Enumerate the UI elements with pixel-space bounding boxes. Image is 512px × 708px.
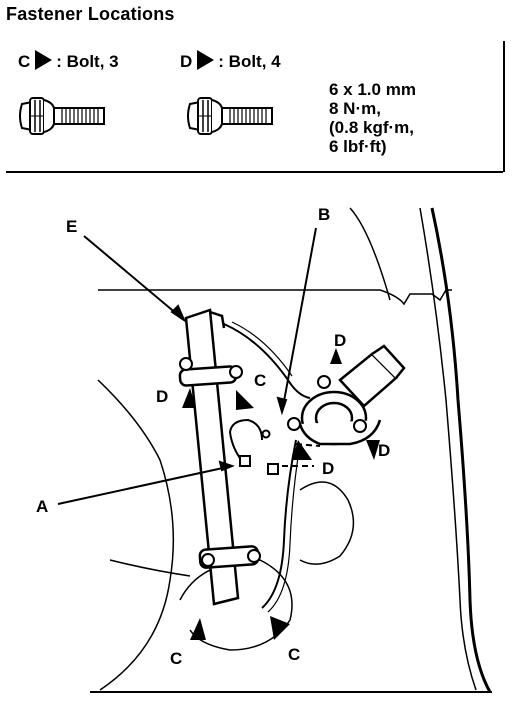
triangle-d-left <box>182 388 196 408</box>
spec-torque-kgf: (0.8 kgf·m, <box>329 118 415 137</box>
fastener-letter-c: C <box>18 52 31 71</box>
bolt-markers <box>179 357 367 567</box>
spec-size: 6 x 1.0 mm <box>329 80 416 99</box>
triangle-marker-icon <box>35 50 53 70</box>
triangle-d-right <box>366 440 380 460</box>
bolt-d-illustration <box>187 97 273 135</box>
fastener-desc-d: : Bolt, 4 <box>218 52 281 71</box>
header-divider <box>6 171 503 173</box>
bolt-c-illustration <box>19 97 105 135</box>
callout-d-top: D <box>334 331 346 350</box>
triangle-d-top <box>330 348 342 364</box>
torque-spec: 6 x 1.0 mm 8 N·m, (0.8 kgf·m, 6 lbf·ft) <box>329 80 416 156</box>
page-title: Fastener Locations <box>6 4 175 24</box>
window-motor <box>298 344 406 446</box>
callout-a: A <box>36 497 48 516</box>
callout-d-left: D <box>156 387 168 406</box>
leader-lines <box>57 227 321 505</box>
spec-torque-nm: 8 N·m, <box>329 99 381 118</box>
callout-c-lower-left: C <box>170 649 182 668</box>
fastener-desc-c: : Bolt, 3 <box>56 52 119 71</box>
callout-d-middle: D <box>322 459 334 478</box>
triangle-c-upper <box>236 390 254 410</box>
triangle-marker-icon <box>197 50 215 70</box>
callout-c-lower-right: C <box>288 645 300 664</box>
door-panel-outline <box>90 207 492 693</box>
fastener-label-c: C : Bolt, 3 <box>18 50 119 72</box>
spec-torque-lbf: 6 lbf·ft) <box>329 137 387 156</box>
callout-c-upper: C <box>254 371 266 390</box>
header-border <box>503 41 505 172</box>
fastener-letter-d: D <box>180 52 193 71</box>
callout-b: B <box>318 205 330 224</box>
callout-e: E <box>66 217 77 236</box>
triangle-c-lower-right <box>270 616 290 640</box>
fastener-label-d: D : Bolt, 4 <box>180 50 281 72</box>
triangle-c-lower-left <box>190 618 206 640</box>
callout-d-right: D <box>378 441 390 460</box>
